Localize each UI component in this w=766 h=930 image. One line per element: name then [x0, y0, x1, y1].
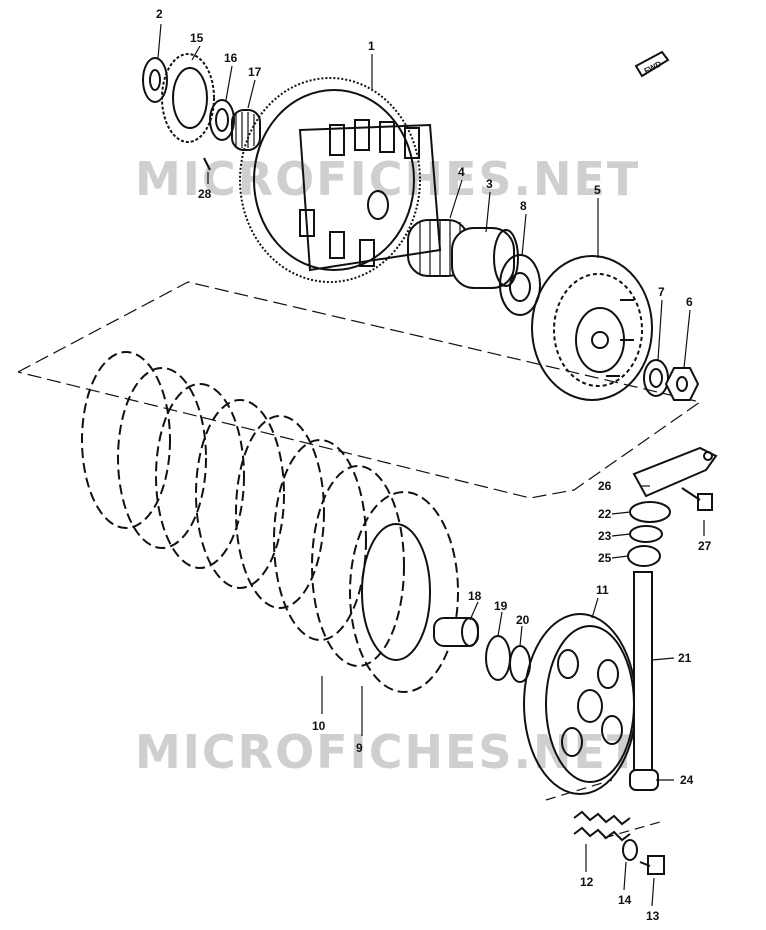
- assembly-leader-line-2: [603, 821, 661, 839]
- part-16-spacer: [209, 99, 235, 141]
- label-part-23: 23: [598, 529, 612, 543]
- part-23-o-ring: [629, 525, 663, 543]
- label-part-17: 17: [248, 65, 262, 79]
- label-part-20: 20: [516, 613, 530, 627]
- label-part-16: 16: [224, 51, 238, 65]
- part-19-thrust-bearing: [485, 635, 511, 681]
- label-part-1: 1: [368, 39, 375, 53]
- label-part-25: 25: [598, 551, 612, 565]
- label-part-7: 7: [658, 285, 665, 299]
- part-17-needle-bearing: [231, 109, 261, 151]
- label-part-14: 14: [618, 893, 632, 907]
- label-part-22: 22: [598, 507, 612, 521]
- part-8-thrust-washer: [499, 254, 541, 316]
- label-part-13: 13: [646, 909, 660, 923]
- part-14-washer: [622, 839, 638, 861]
- label-part-18: 18: [468, 589, 482, 603]
- label-part-27: 27: [698, 539, 712, 553]
- label-part-4: 4: [458, 165, 465, 179]
- label-part-12: 12: [580, 875, 594, 889]
- label-part-8: 8: [520, 199, 527, 213]
- part-27-bolt: [681, 487, 713, 511]
- label-part-6: 6: [686, 295, 693, 309]
- label-part-26: 26: [598, 479, 612, 493]
- part-24-bearing: [629, 769, 659, 791]
- label-part-19: 19: [494, 599, 508, 613]
- label-part-3: 3: [486, 177, 493, 191]
- part-15-sprocket: [161, 53, 215, 143]
- label-part-2: 2: [156, 7, 163, 21]
- label-part-10: 10: [312, 719, 326, 733]
- label-part-28: 28: [198, 187, 212, 201]
- part-18-push-piece: [433, 617, 479, 647]
- part-12-clutch-spring: [573, 810, 631, 842]
- label-part-11: 11: [596, 583, 609, 597]
- part-21-release-shaft: [633, 571, 653, 773]
- part-9-10-clutch-plate-stack: [81, 351, 459, 693]
- part-6-nut: [664, 367, 700, 401]
- part-22-oil-seal: [629, 501, 671, 523]
- part-2-washer: [142, 57, 168, 103]
- part-25-bearing: [627, 545, 661, 567]
- label-part-24: 24: [680, 773, 694, 787]
- label-part-15: 15: [190, 31, 204, 45]
- leader-lines: [157, 23, 705, 907]
- part-28-pin: [203, 157, 211, 171]
- part-5-sleeve-hub: [531, 255, 653, 401]
- direction-arrow-icon: FWD: [634, 50, 670, 78]
- part-3-spacer: [451, 227, 519, 289]
- label-part-9: 9: [356, 741, 363, 755]
- label-part-5: 5: [594, 183, 601, 197]
- part-7-lock-washer: [643, 359, 669, 397]
- assembly-leader-line: [545, 779, 613, 801]
- part-26-release-lever: [632, 446, 718, 498]
- part-13-bolt: [639, 855, 665, 875]
- label-part-21: 21: [678, 651, 692, 665]
- assembly-boundary-line: [17, 281, 702, 499]
